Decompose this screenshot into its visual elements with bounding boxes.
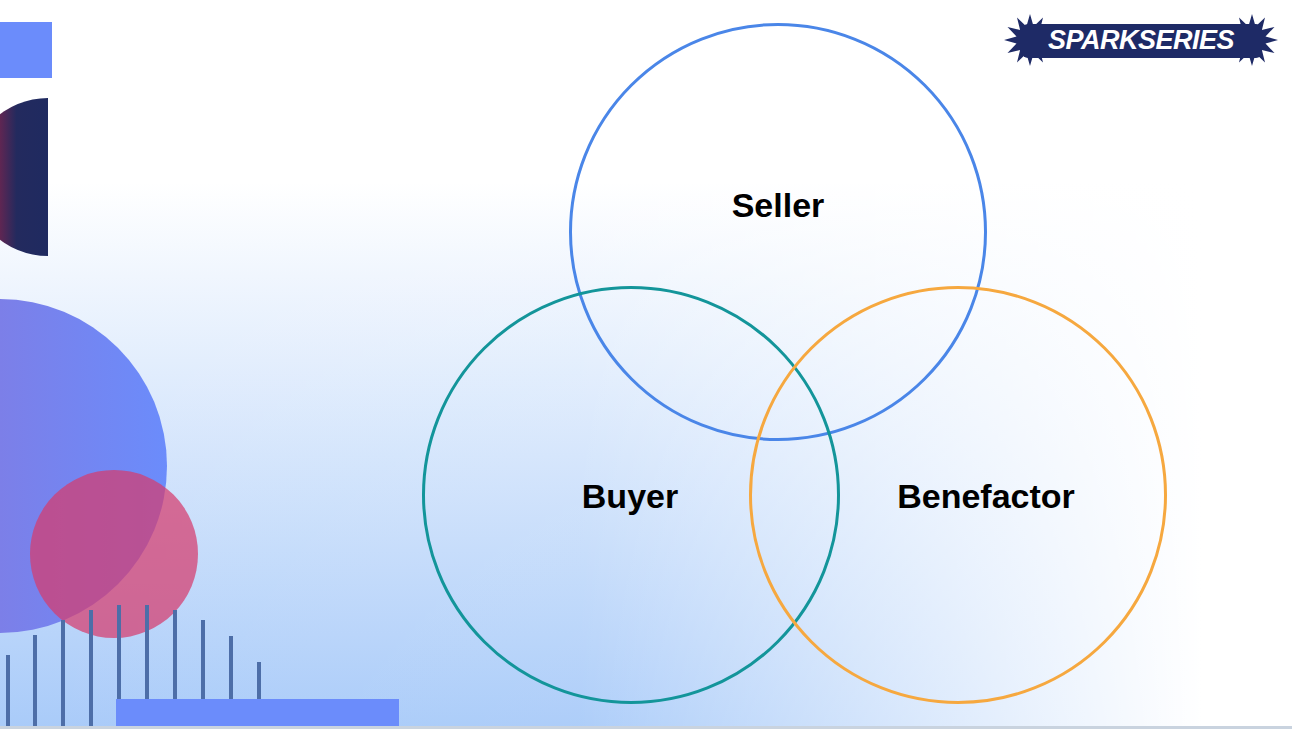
circle-outline: [569, 23, 987, 441]
venn-circle: Buyer: [422, 286, 840, 704]
decor-bar: [33, 635, 37, 729]
venn-circle: Benefactor: [749, 286, 1167, 704]
circle-label: Buyer: [582, 478, 678, 515]
decor-bar: [6, 655, 10, 729]
venn-circle: Seller: [569, 23, 987, 441]
logo-badge: [1004, 14, 1278, 66]
circle-outline: [422, 286, 840, 704]
decor-bar: [61, 620, 65, 729]
decor-bar: [89, 610, 93, 729]
circle-label: Seller: [732, 187, 825, 224]
circle-label: Benefactor: [897, 478, 1075, 515]
circle-outline: [749, 286, 1167, 704]
logo-text: SPARKSERIES: [1016, 20, 1266, 60]
